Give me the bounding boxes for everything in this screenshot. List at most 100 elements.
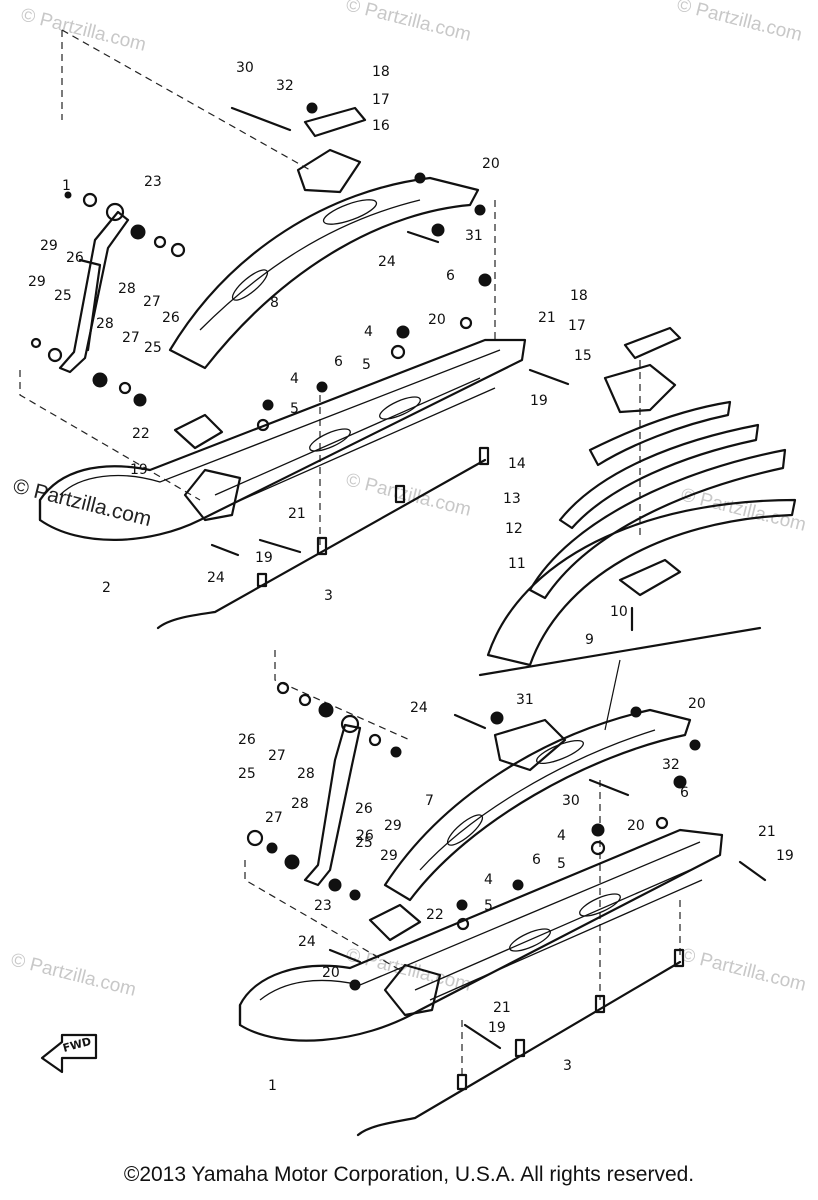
- bracket-16-lower: [493, 718, 567, 772]
- washer: [82, 192, 98, 208]
- callout-number: 23: [314, 898, 332, 914]
- callout-number: 24: [378, 254, 396, 270]
- callout-number: 20: [322, 965, 340, 981]
- callout-number: 28: [118, 281, 136, 297]
- bracket-22-lower: [368, 903, 422, 942]
- callout-number: 19: [776, 848, 794, 864]
- callout-number: 26: [355, 801, 373, 817]
- callout-number: 4: [364, 324, 373, 340]
- watermark-layer: © Partzilla.com © Partzilla.com © Partzi…: [9, 0, 808, 1001]
- callout-number: 26: [356, 828, 374, 844]
- leaf-spring-8: [168, 176, 480, 370]
- callout-number: 4: [290, 371, 299, 387]
- spindle-housing: [183, 468, 242, 522]
- callout-number: 22: [132, 426, 150, 442]
- callout-number: 31: [465, 228, 483, 244]
- watermark: © Partzilla.com: [344, 0, 473, 46]
- callout-number: 19: [130, 462, 148, 478]
- callout-number: 19: [530, 393, 548, 409]
- leaf-12: [528, 448, 787, 600]
- callout-number: 32: [662, 757, 680, 773]
- washer: [153, 235, 167, 249]
- shock-absorber-23: [58, 210, 130, 374]
- pin-19: [258, 538, 302, 554]
- bolt-24: [210, 543, 240, 557]
- bolt-30-lower: [588, 778, 630, 797]
- callout-number: 28: [96, 316, 114, 332]
- callout-number: 15: [574, 348, 592, 364]
- bolt-24-lower: [328, 948, 362, 964]
- callout-number: 17: [372, 92, 390, 108]
- callout-number: 6: [446, 268, 455, 284]
- fwd-arrow-icon: FWD: [40, 1033, 98, 1074]
- callout-number: 26: [162, 310, 180, 326]
- nut-18: [306, 102, 318, 114]
- watermark: © Partzilla.com: [675, 0, 804, 46]
- callout-number: 20: [428, 312, 446, 328]
- shock-absorber-23-lower: [303, 723, 362, 887]
- callout-number: 3: [563, 1058, 572, 1074]
- fwd-label: FWD: [61, 1035, 92, 1055]
- callout-number: 5: [484, 898, 493, 914]
- callout-number: 29: [380, 848, 398, 864]
- callout-number: 25: [54, 288, 72, 304]
- callout-number: 13: [503, 491, 521, 507]
- callout-number: 6: [334, 354, 343, 370]
- watermark: © Partzilla.com: [679, 944, 808, 995]
- callout-number: 6: [680, 785, 689, 801]
- callout-number: 19: [255, 550, 273, 566]
- ski-1: [238, 828, 724, 1042]
- callout-number: 12: [505, 521, 523, 537]
- runner-3-lower: [356, 960, 682, 1137]
- callout-number: 24: [207, 570, 225, 586]
- callout-number: 26: [238, 732, 256, 748]
- bolt-24-lower: [453, 713, 487, 730]
- callout-number: 18: [570, 288, 588, 304]
- leaf-spring-7: [383, 708, 692, 902]
- plate-17-right: [623, 326, 682, 360]
- callout-number: 5: [557, 856, 566, 872]
- washer: [170, 242, 186, 258]
- plate-10: [618, 558, 682, 597]
- callout-number: 28: [291, 796, 309, 812]
- leaf-bracket-line: [478, 626, 762, 677]
- callout-number: 25: [144, 340, 162, 356]
- callout-number: 30: [562, 793, 580, 809]
- callout-number: 17: [568, 318, 586, 334]
- callout-number: 1: [268, 1078, 277, 1094]
- callout-number: 21: [758, 824, 776, 840]
- callout-number: 20: [688, 696, 706, 712]
- leaf-14: [588, 400, 732, 467]
- callout-number: 26: [66, 250, 84, 266]
- watermark: © Partzilla.com: [19, 4, 148, 55]
- bracket-15: [603, 363, 677, 414]
- callout-number: 21: [538, 310, 556, 326]
- lower-ski-assembly: FWD: [40, 650, 767, 1137]
- callout-number: 5: [290, 401, 299, 417]
- callout-number: 21: [493, 1000, 511, 1016]
- callout-number: 11: [508, 556, 526, 572]
- leaf-13: [558, 423, 760, 530]
- bushing: [30, 337, 42, 349]
- washer: [47, 347, 63, 363]
- callout-number: 6: [532, 852, 541, 868]
- copyright-notice: ©2013 Yamaha Motor Corporation, U.S.A. A…: [123, 1163, 695, 1186]
- upper-ski-assembly: [19, 29, 797, 731]
- callout-number: 24: [298, 934, 316, 950]
- bolt-24: [406, 230, 440, 244]
- callout-number: 22: [426, 907, 444, 923]
- callout-number: 31: [516, 692, 534, 708]
- callout-number: 7: [425, 793, 434, 809]
- callout-number: 27: [143, 294, 161, 310]
- callout-number: 10: [610, 604, 628, 620]
- pin-19-lower: [463, 1023, 502, 1050]
- callout-number: 1: [62, 178, 71, 194]
- callout-number: 32: [276, 78, 294, 94]
- callout-number: 23: [144, 174, 162, 190]
- callout-number: 3: [324, 588, 333, 604]
- callout-number: 14: [508, 456, 526, 472]
- bracket-22: [173, 413, 224, 450]
- callout-number: 25: [238, 766, 256, 782]
- nut: [92, 372, 108, 388]
